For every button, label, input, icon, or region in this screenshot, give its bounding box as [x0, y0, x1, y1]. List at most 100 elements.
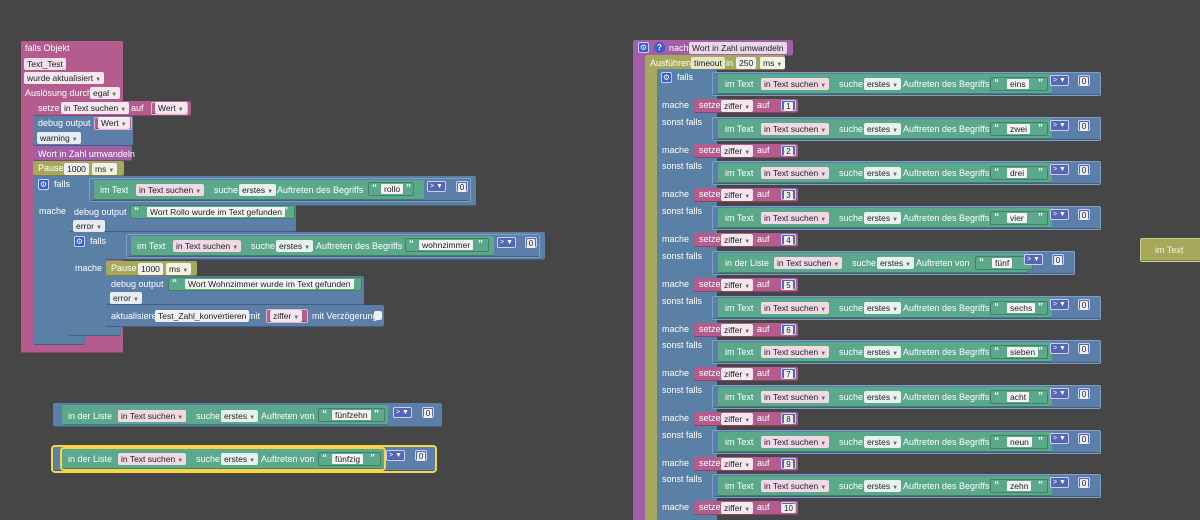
string-block[interactable]: “acht” — [990, 390, 1048, 404]
search-mode-dropdown[interactable]: erstes▼ — [864, 391, 902, 403]
gear-icon[interactable]: ⚙ — [38, 179, 49, 190]
function-call-block[interactable] — [33, 146, 132, 161]
search-mode-dropdown[interactable]: erstes▼ — [864, 212, 902, 224]
number-block[interactable]: 0 — [1078, 75, 1090, 86]
number-block[interactable]: 0 — [1078, 299, 1090, 310]
string-value[interactable]: drei — [1007, 168, 1028, 178]
digit-number-block[interactable]: 6 — [781, 324, 796, 335]
update-var-dropdown[interactable]: ziffer▼ — [270, 310, 303, 322]
digit-number-block[interactable]: 1 — [781, 100, 796, 111]
search-mode-dropdown[interactable]: erstes▼ — [221, 453, 259, 465]
event-trigger-dropdown[interactable]: wurde aktualisiert▼ — [24, 72, 105, 84]
number-block[interactable]: 0 — [415, 450, 427, 461]
compare-operator-dropdown[interactable]: > ▼ — [1050, 343, 1069, 354]
text-var-dropdown[interactable]: in Text suchen▼ — [761, 212, 830, 224]
debug-level-dropdown[interactable]: warning▼ — [37, 132, 81, 144]
text-var-dropdown[interactable]: in Text suchen▼ — [761, 391, 830, 403]
search-mode-dropdown[interactable]: erstes▼ — [877, 257, 915, 269]
string-block[interactable]: “ rollo ” — [368, 182, 414, 196]
search-mode-dropdown[interactable]: erstes▼ — [864, 480, 902, 492]
timeout-unit-dropdown[interactable]: ms▼ — [760, 57, 786, 69]
digit-var-dropdown[interactable]: ziffer▼ — [721, 189, 754, 201]
number-block[interactable]: 0 — [1078, 209, 1090, 220]
digit-number-block[interactable]: 7 — [781, 368, 796, 379]
gear-icon[interactable]: ⚙ — [661, 72, 672, 83]
number-block[interactable]: 0 — [1078, 343, 1090, 354]
string-block[interactable]: “eins” — [990, 77, 1048, 91]
debug-value[interactable]: Wert▼ — [98, 117, 130, 129]
string-value[interactable]: fünfzig — [332, 454, 364, 464]
debug-level-dropdown[interactable]: error▼ — [110, 292, 142, 304]
digit-number-block[interactable]: 10 — [781, 502, 796, 513]
number-block[interactable]: 0 — [525, 237, 537, 248]
compare-operator-dropdown[interactable]: > ▼ — [1050, 209, 1069, 220]
help-icon[interactable]: ? — [654, 42, 665, 53]
string-value[interactable]: vier — [1007, 213, 1027, 223]
pause-value[interactable]: 1000 — [138, 263, 163, 275]
text-var-dropdown[interactable]: in Text suchen▼ — [118, 410, 187, 422]
text-var-dropdown[interactable]: in Text suchen▼ — [136, 184, 205, 196]
pause-unit-dropdown[interactable]: ms▼ — [92, 163, 118, 175]
string-block[interactable]: “zehn” — [990, 479, 1048, 493]
compare-operator-dropdown[interactable]: > ▼ — [1024, 254, 1043, 265]
digit-number-block[interactable]: 2 — [781, 145, 796, 156]
number-block[interactable]: 0 — [1052, 254, 1064, 265]
number-block[interactable]: 0 — [1078, 477, 1090, 488]
gear-icon[interactable]: ⚙ — [74, 236, 85, 247]
text-var-dropdown[interactable]: in Text suchen▼ — [761, 436, 830, 448]
number-block[interactable]: 0 — [1078, 164, 1090, 175]
string-value[interactable]: fünfzehn — [332, 410, 371, 420]
string-value[interactable]: zehn — [1007, 481, 1032, 491]
digit-var-dropdown[interactable]: ziffer▼ — [721, 324, 754, 336]
number-block[interactable]: 0 — [1078, 388, 1090, 399]
compare-operator-dropdown[interactable]: > ▼ — [386, 450, 405, 461]
pause-unit-dropdown[interactable]: ms▼ — [166, 263, 192, 275]
search-mode-dropdown[interactable]: erstes▼ — [864, 123, 902, 135]
search-mode-dropdown[interactable]: erstes▼ — [276, 240, 314, 252]
string-block[interactable]: “ fünfzig ” — [318, 452, 381, 466]
number-block[interactable]: 0 — [1078, 433, 1090, 444]
string-block[interactable]: “zwei” — [990, 122, 1048, 136]
string-block[interactable]: “ wohnzimmer ” — [405, 238, 489, 252]
text-var-dropdown[interactable]: in Text suchen▼ — [118, 453, 187, 465]
string-block[interactable]: “neun” — [990, 435, 1048, 449]
compare-operator-dropdown[interactable]: > ▼ — [393, 407, 412, 418]
string-value[interactable]: acht — [1007, 392, 1030, 402]
digit-number-block[interactable]: 8 — [781, 413, 796, 424]
update-delay-checkbox[interactable] — [374, 311, 382, 320]
search-mode-dropdown[interactable]: erstes▼ — [864, 302, 902, 314]
digit-var-dropdown[interactable]: ziffer▼ — [721, 413, 754, 425]
digit-var-dropdown[interactable]: ziffer▼ — [721, 100, 754, 112]
string-value[interactable]: Wort Wohnzimmer wurde im Text gefunden — [185, 279, 354, 289]
number-block[interactable]: 0 — [456, 181, 468, 192]
string-block[interactable]: “ Wort Wohnzimmer wurde im Text gefunden… — [168, 277, 362, 291]
string-value[interactable]: zwei — [1007, 124, 1031, 134]
digit-var-dropdown[interactable]: ziffer▼ — [721, 234, 754, 246]
text-var-dropdown[interactable]: in Text suchen▼ — [761, 167, 830, 179]
digit-number-block[interactable]: 5 — [781, 279, 796, 290]
digit-number-block[interactable]: 4 — [781, 234, 796, 245]
text-var-dropdown[interactable]: in Text suchen▼ — [761, 123, 830, 135]
offscreen-block[interactable] — [1140, 238, 1200, 262]
digit-number-block[interactable]: 9 — [781, 458, 796, 469]
search-mode-dropdown[interactable]: erstes▼ — [864, 167, 902, 179]
compare-operator-dropdown[interactable]: > ▼ — [1050, 120, 1069, 131]
string-value[interactable]: neun — [1007, 437, 1032, 447]
string-block[interactable]: “vier” — [990, 211, 1048, 225]
digit-number-block[interactable]: 3 — [781, 189, 796, 200]
string-value[interactable]: sechs — [1007, 303, 1036, 313]
number-block[interactable]: 0 — [1078, 120, 1090, 131]
search-mode-dropdown[interactable]: erstes▼ — [864, 78, 902, 90]
search-mode-dropdown[interactable]: erstes▼ — [864, 436, 902, 448]
compare-operator-dropdown[interactable]: > ▼ — [1050, 477, 1069, 488]
pause-value[interactable]: 1000 — [64, 163, 89, 175]
text-var-dropdown[interactable]: in Text suchen▼ — [774, 257, 843, 269]
text-var-dropdown[interactable]: in Text suchen▼ — [761, 78, 830, 90]
timeout-name-field[interactable]: timeout — [691, 57, 725, 69]
compare-operator-dropdown[interactable]: > ▼ — [1050, 299, 1069, 310]
string-value[interactable]: rollo — [381, 184, 404, 194]
search-mode-dropdown[interactable]: erstes▼ — [221, 410, 259, 422]
string-block[interactable]: “drei” — [990, 166, 1048, 180]
function-name-field[interactable]: Wort in Zahl umwandeln — [689, 42, 787, 54]
compare-operator-dropdown[interactable]: > ▼ — [1050, 75, 1069, 86]
